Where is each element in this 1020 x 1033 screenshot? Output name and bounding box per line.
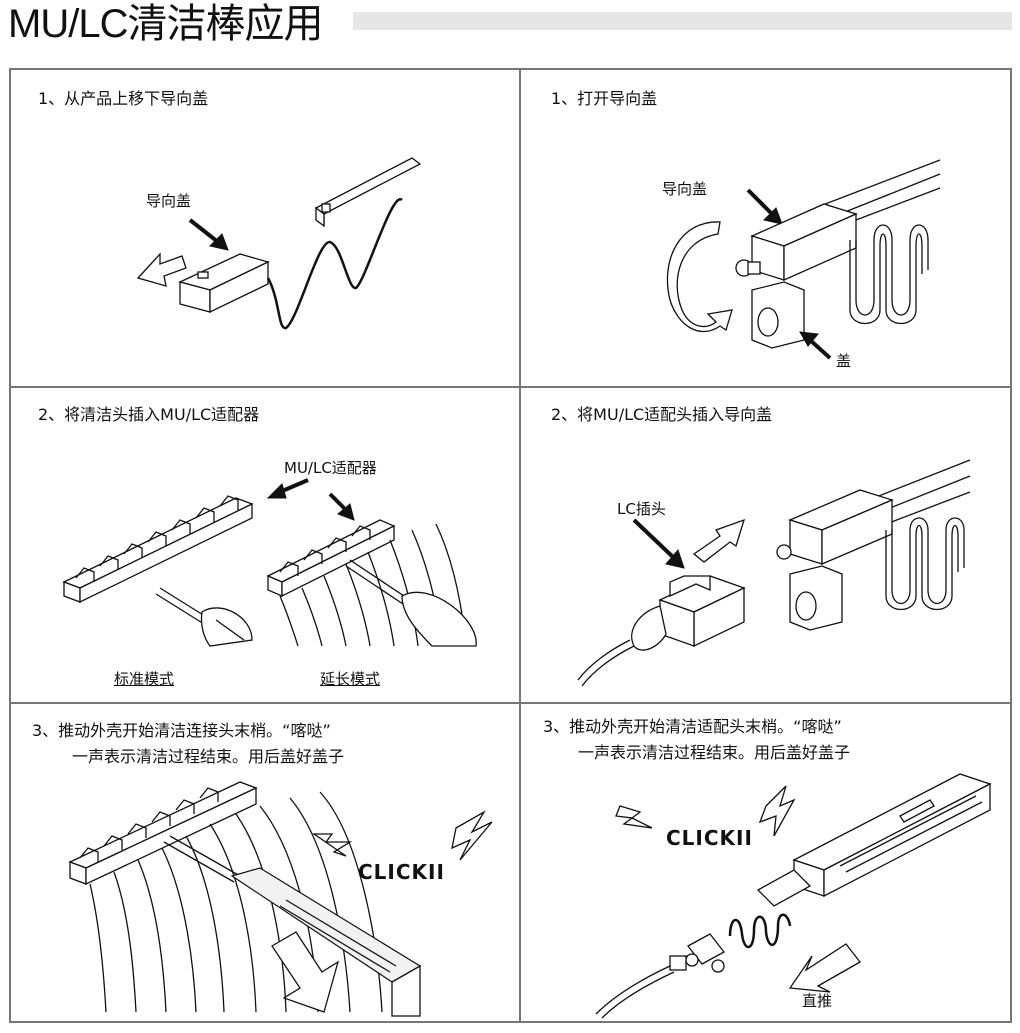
panel1-caption: 1、从产品上移下导向盖 (38, 89, 209, 108)
panel4-illustration (577, 459, 971, 687)
page-title: MU/LC清洁棒应用 (8, 2, 323, 46)
panel4-caption: 2、将MU/LC适配头插入导向盖 (551, 405, 773, 424)
panel5-caption-line1: 3、推动外壳开始清洁连接头末梢。“喀哒” (32, 721, 331, 740)
panel3-caption: 2、将清洁头插入MU/LC适配器 (38, 405, 260, 424)
panel5-click-text: CLICKII (358, 860, 445, 884)
panel2-cap-label: 盖 (836, 352, 852, 370)
panel5-illustration (68, 781, 493, 1017)
panel4-lc-plug-label: LC插头 (617, 500, 666, 518)
panel3-extended-mode-label: 延长模式 (320, 670, 381, 688)
panel3-adapter-label: MU/LC适配器 (284, 459, 377, 477)
grid-horizontal-divider-1 (9, 386, 1012, 388)
panel6-caption-line1: 3、推动外壳开始清洁适配头末梢。“喀哒” (543, 717, 842, 736)
panel6-push-straight-label: 直推 (802, 992, 833, 1010)
title-bar-decoration (353, 12, 1012, 30)
panel2-guide-cover-label: 导向盖 (662, 180, 708, 198)
panel3-standard-mode-label: 标准模式 (114, 670, 175, 688)
panel1-illustration (136, 157, 422, 330)
grid-vertical-divider (519, 68, 521, 1023)
grid-horizontal-divider-2 (9, 702, 1012, 704)
panel1-guide-cover-label: 导向盖 (146, 192, 192, 210)
instruction-grid (9, 68, 1012, 1023)
panel6-caption-line2: 一声表示清洁过程结束。用后盖好盖子 (578, 743, 851, 762)
panel6-click-text: CLICKII (666, 826, 753, 850)
panel2-caption: 1、打开导向盖 (551, 89, 658, 108)
panel6-illustration (595, 773, 992, 1019)
panel2-illustration (666, 159, 941, 360)
panel5-caption-line2: 一声表示清洁过程结束。用后盖好盖子 (72, 747, 345, 766)
panel3-illustration (62, 478, 477, 647)
